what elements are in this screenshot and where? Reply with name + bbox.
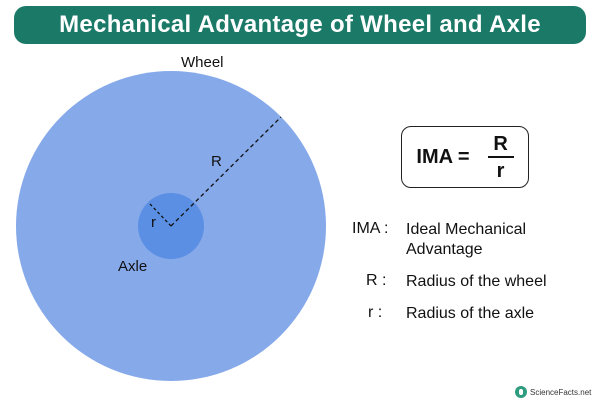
axle-radius-label: r <box>151 214 156 231</box>
wheel-radius-label: R <box>211 153 222 170</box>
formula-lhs: IMA = <box>416 145 470 168</box>
formula-fraction: R r <box>487 132 514 182</box>
fraction-bar <box>487 155 514 158</box>
formula-numerator: R <box>493 132 508 155</box>
axle-label: Axle <box>118 258 147 275</box>
legend-key: R : <box>366 272 387 289</box>
title-banner: Mechanical Advantage of Wheel and Axle <box>14 6 586 44</box>
logo-text: ScienceFacts.net <box>530 387 592 397</box>
legend-value: Radius of the wheel <box>406 273 547 290</box>
page-title: Mechanical Advantage of Wheel and Axle <box>59 11 541 38</box>
legend-value: Radius of the axle <box>406 305 535 322</box>
legend-value: Ideal Mechanical Advantage <box>406 221 527 258</box>
legend-row-ima: IMA : Ideal Mechanical Advantage <box>352 220 586 260</box>
legend-row-axle-radius: r : Radius of the axle <box>352 304 586 324</box>
wheel-radius-line <box>170 116 282 227</box>
legend-row-wheel-radius: R : Radius of the wheel <box>352 272 586 292</box>
logo-icon <box>515 386 527 398</box>
legend: IMA : Ideal Mechanical Advantage R : Rad… <box>352 220 586 336</box>
formula-denominator: r <box>496 159 505 182</box>
ima-formula-box: IMA = R r <box>401 126 529 188</box>
legend-key: IMA : <box>352 220 389 237</box>
wheel-label: Wheel <box>181 54 224 71</box>
sciencefacts-logo: ScienceFacts.net <box>515 386 591 398</box>
legend-key: r : <box>368 304 383 321</box>
